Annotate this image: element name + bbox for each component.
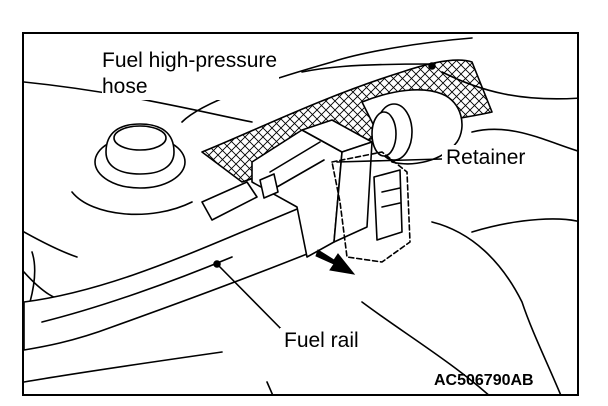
connector-housing-side [333, 141, 373, 243]
leader-hose-dot [428, 62, 436, 70]
hose-fitting-ring-inner [371, 111, 397, 157]
engine-contour-bolt-base [71, 191, 193, 216]
engine-illustration [24, 37, 577, 394]
engine-contour-lower-right [361, 301, 489, 394]
figure-code: AC506790AB [434, 372, 534, 389]
release-arrow [315, 249, 356, 275]
connector-slot2 [276, 159, 325, 188]
label-retainer: Retainer [442, 145, 530, 171]
label-fuel-high-pressure-hose: Fuel high-pressure hose [102, 48, 280, 100]
engine-contour-top [24, 81, 253, 123]
bolt-head [113, 125, 167, 151]
connector-bracket [201, 181, 258, 221]
leader-rail [216, 263, 293, 341]
retainer-clip-line [381, 187, 401, 193]
engine-contour-small [266, 381, 274, 394]
latch-tab [259, 173, 279, 199]
engine-contour-bottom [24, 351, 223, 383]
fuel-rail-edge [41, 256, 233, 323]
engine-contour-right3 [431, 221, 562, 394]
engine-contour-left [24, 231, 78, 258]
engine-contour-left3 [29, 251, 36, 303]
engine-contour-right4 [471, 218, 577, 233]
retainer-dashed [331, 151, 411, 263]
label-hose-line2: hose [102, 75, 148, 98]
leader-hose [301, 63, 433, 73]
label-fuel-rail: Fuel rail [280, 328, 363, 354]
engine-contour-right2 [471, 128, 577, 152]
fuel-rail-tube [24, 206, 313, 351]
leader-retainer [336, 158, 443, 163]
leader-rail-dot [213, 260, 221, 268]
label-hose-line1: Fuel high-pressure [102, 49, 278, 72]
connector-slot [269, 141, 321, 173]
retainer-clip-line2 [381, 202, 401, 208]
engine-contour-upper [181, 37, 473, 123]
